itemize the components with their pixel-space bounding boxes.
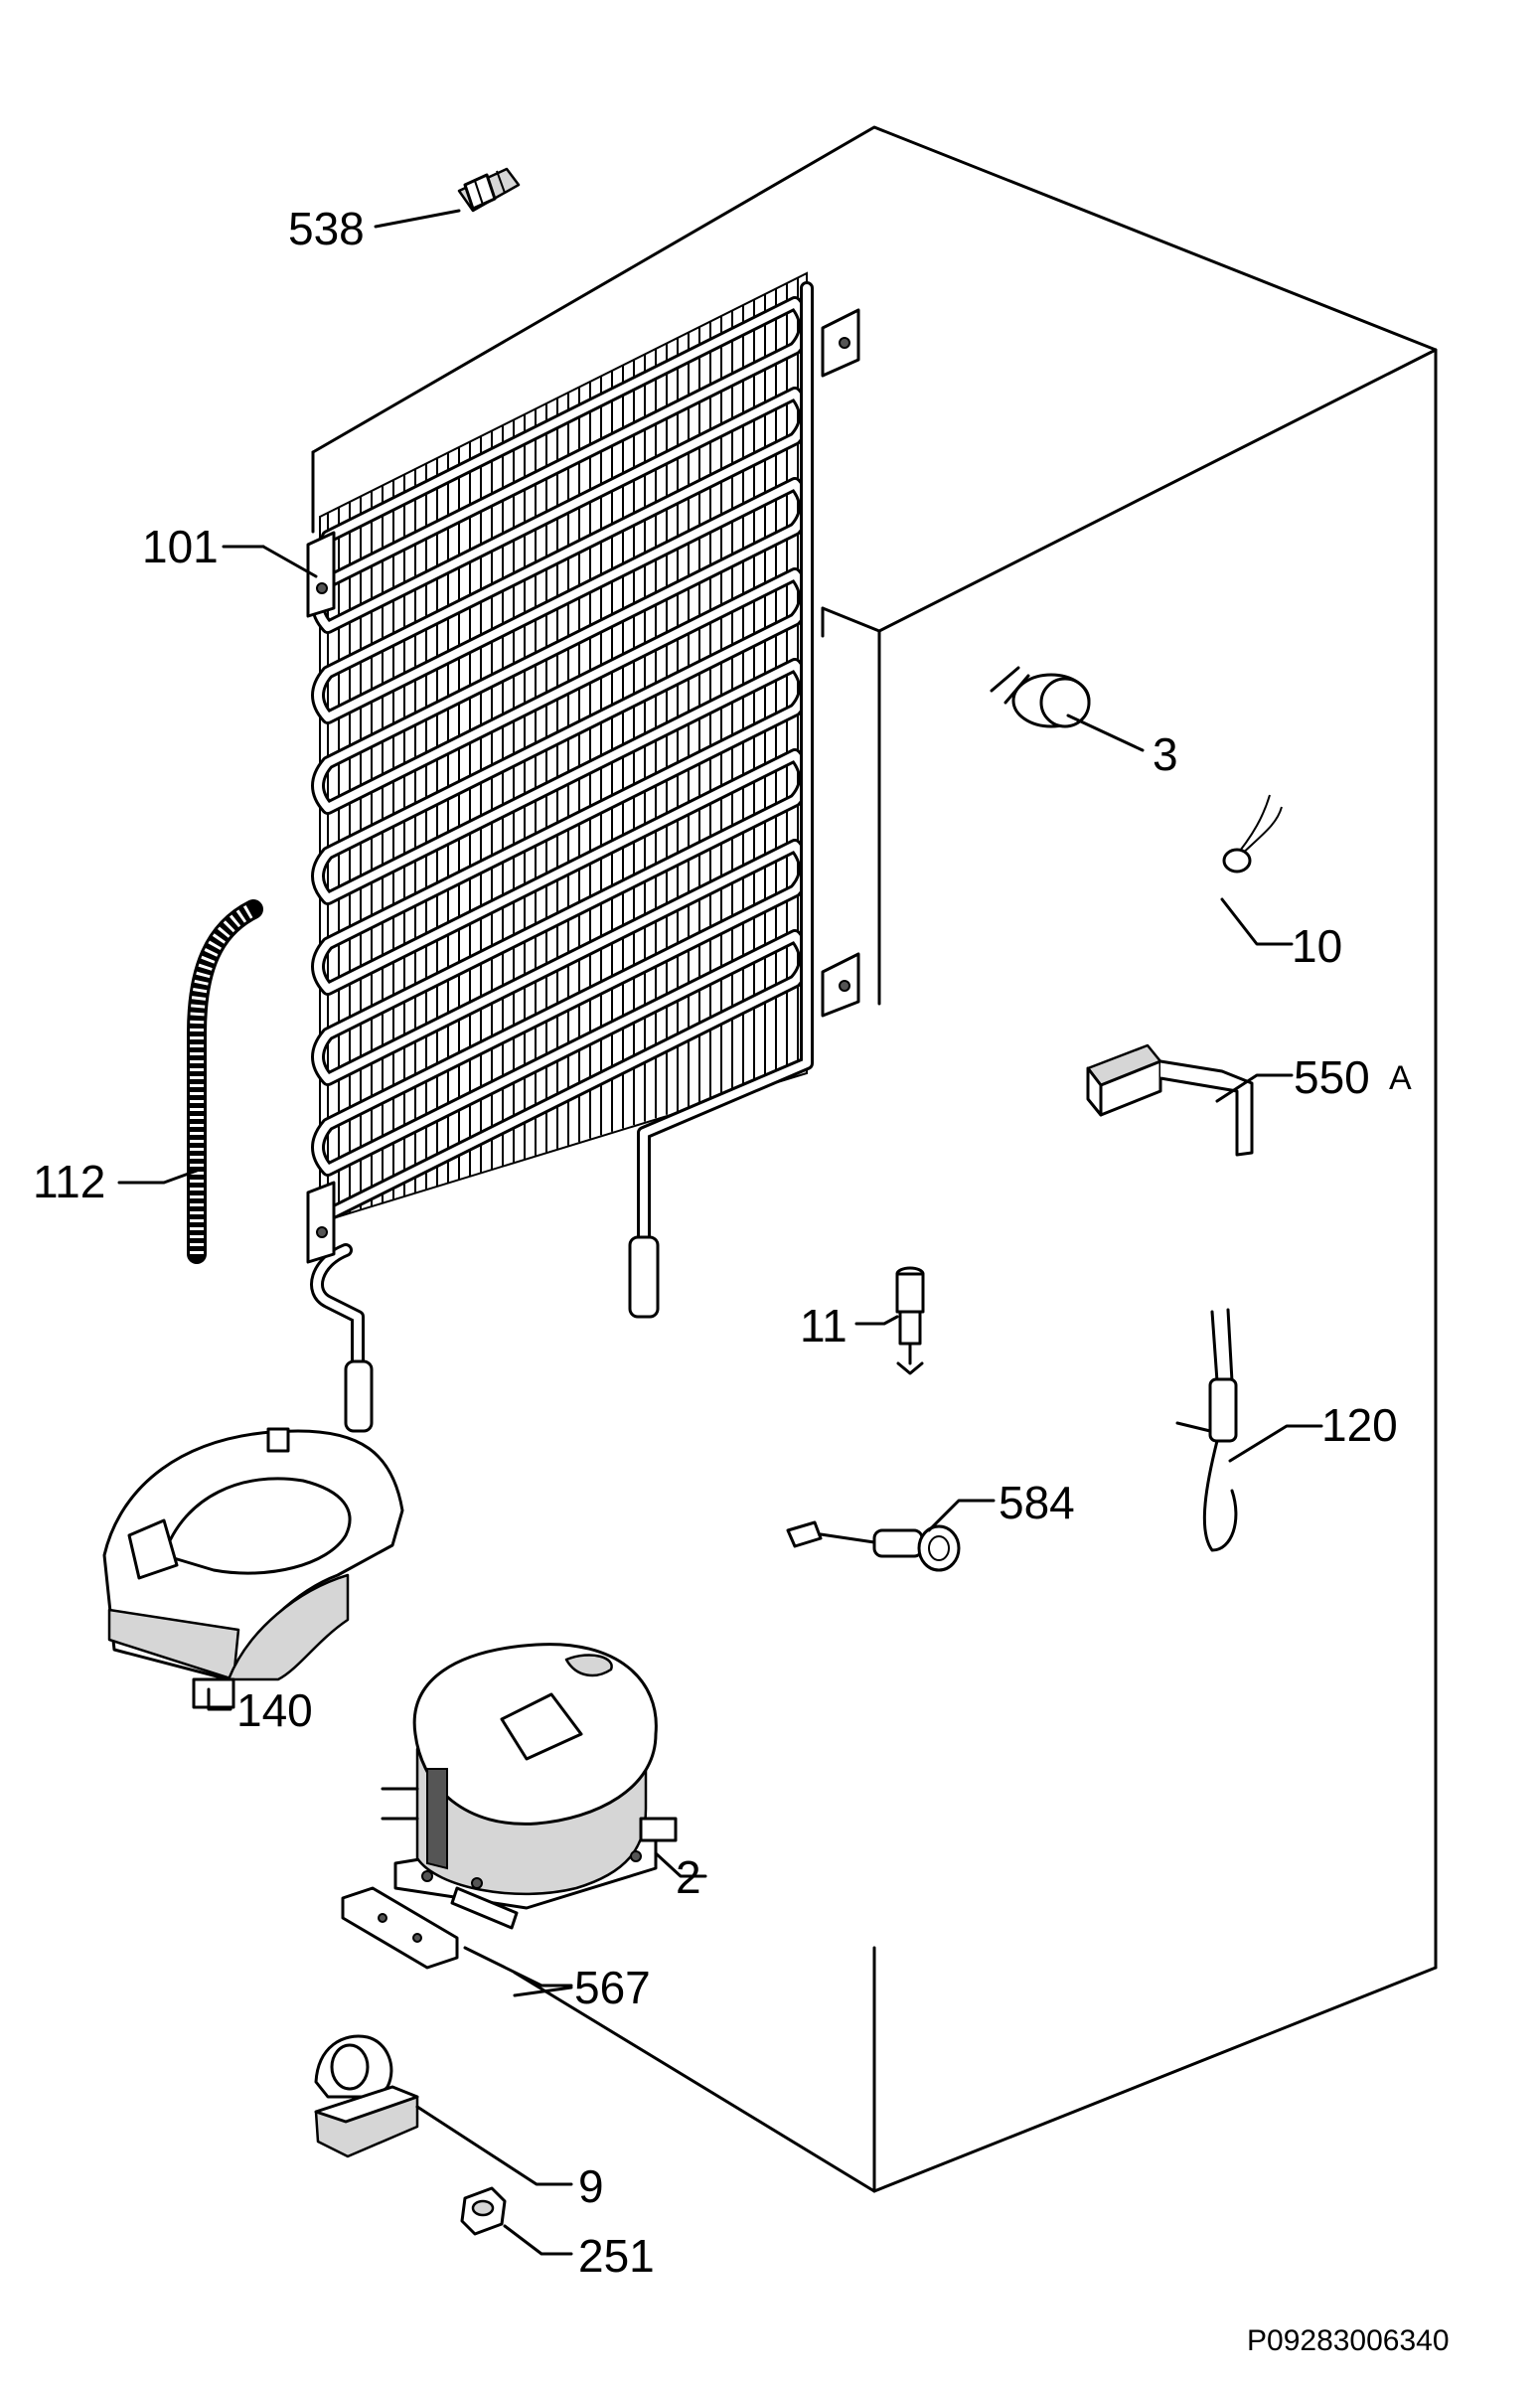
capacitor-part-3 <box>990 666 1091 728</box>
wiring-part-120 <box>1175 1308 1238 1552</box>
label-550-suffix: A <box>1389 1059 1412 1097</box>
holder-part-9 <box>314 2034 419 2158</box>
label-112: 112 <box>33 1156 105 1207</box>
drip-tray-part-140 <box>102 1427 404 1709</box>
label-101: 101 <box>142 521 219 572</box>
label-538: 538 <box>288 203 365 254</box>
connector-part-584 <box>786 1520 961 1572</box>
label-251: 251 <box>578 2230 655 2282</box>
cabinet-outline <box>311 125 1438 2193</box>
label-140: 140 <box>236 1684 313 1736</box>
condenser-bracket <box>306 308 860 1264</box>
part-labels: 538 101 3 10 550 A 112 11 120 584 140 2 … <box>33 203 1450 2357</box>
label-2: 2 <box>676 1851 701 1903</box>
label-567: 567 <box>574 1962 651 2013</box>
heater-part-10 <box>988 794 1283 995</box>
label-120: 120 <box>1321 1399 1398 1451</box>
clip-part-538 <box>457 167 521 213</box>
label-10: 10 <box>1292 920 1342 972</box>
bracket-part-550a <box>1086 1043 1254 1157</box>
label-584: 584 <box>999 1477 1075 1528</box>
drawing-code: P09283006340 <box>1247 2324 1450 2357</box>
condenser <box>306 271 860 1433</box>
fuse-part-11 <box>895 1266 925 1375</box>
hose-part-112 <box>187 899 263 1264</box>
plate-part-567 <box>341 1886 459 1970</box>
label-3: 3 <box>1153 728 1178 780</box>
label-9: 9 <box>578 2160 604 2212</box>
label-550: 550 <box>1294 1051 1370 1103</box>
label-11: 11 <box>800 1300 847 1352</box>
leader-lines <box>117 209 1323 2256</box>
compressor-part-2 <box>381 1643 678 1930</box>
nut-part-251 <box>460 2186 507 2236</box>
